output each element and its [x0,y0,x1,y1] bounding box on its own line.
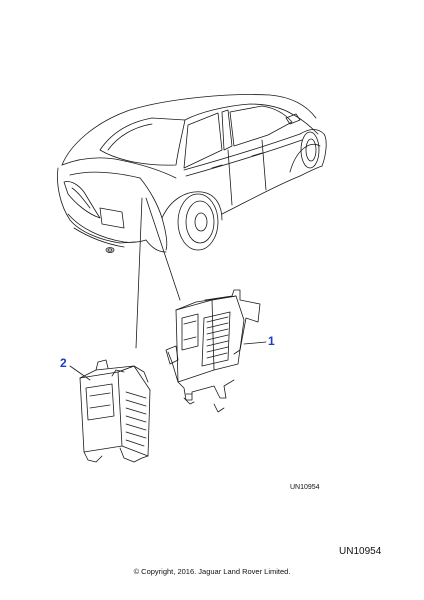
image-reference-small: UN10954 [290,484,320,491]
control-module-1 [165,289,267,413]
car-illustration [57,94,327,253]
callout-1: 1 [268,334,275,348]
control-module-2 [69,359,151,463]
callout-2: 2 [60,356,67,370]
location-leader-lines [135,197,181,349]
copyright-notice: © Copyright, 2016. Jaguar Land Rover Lim… [133,567,291,576]
image-reference: UN10954 [339,546,382,557]
